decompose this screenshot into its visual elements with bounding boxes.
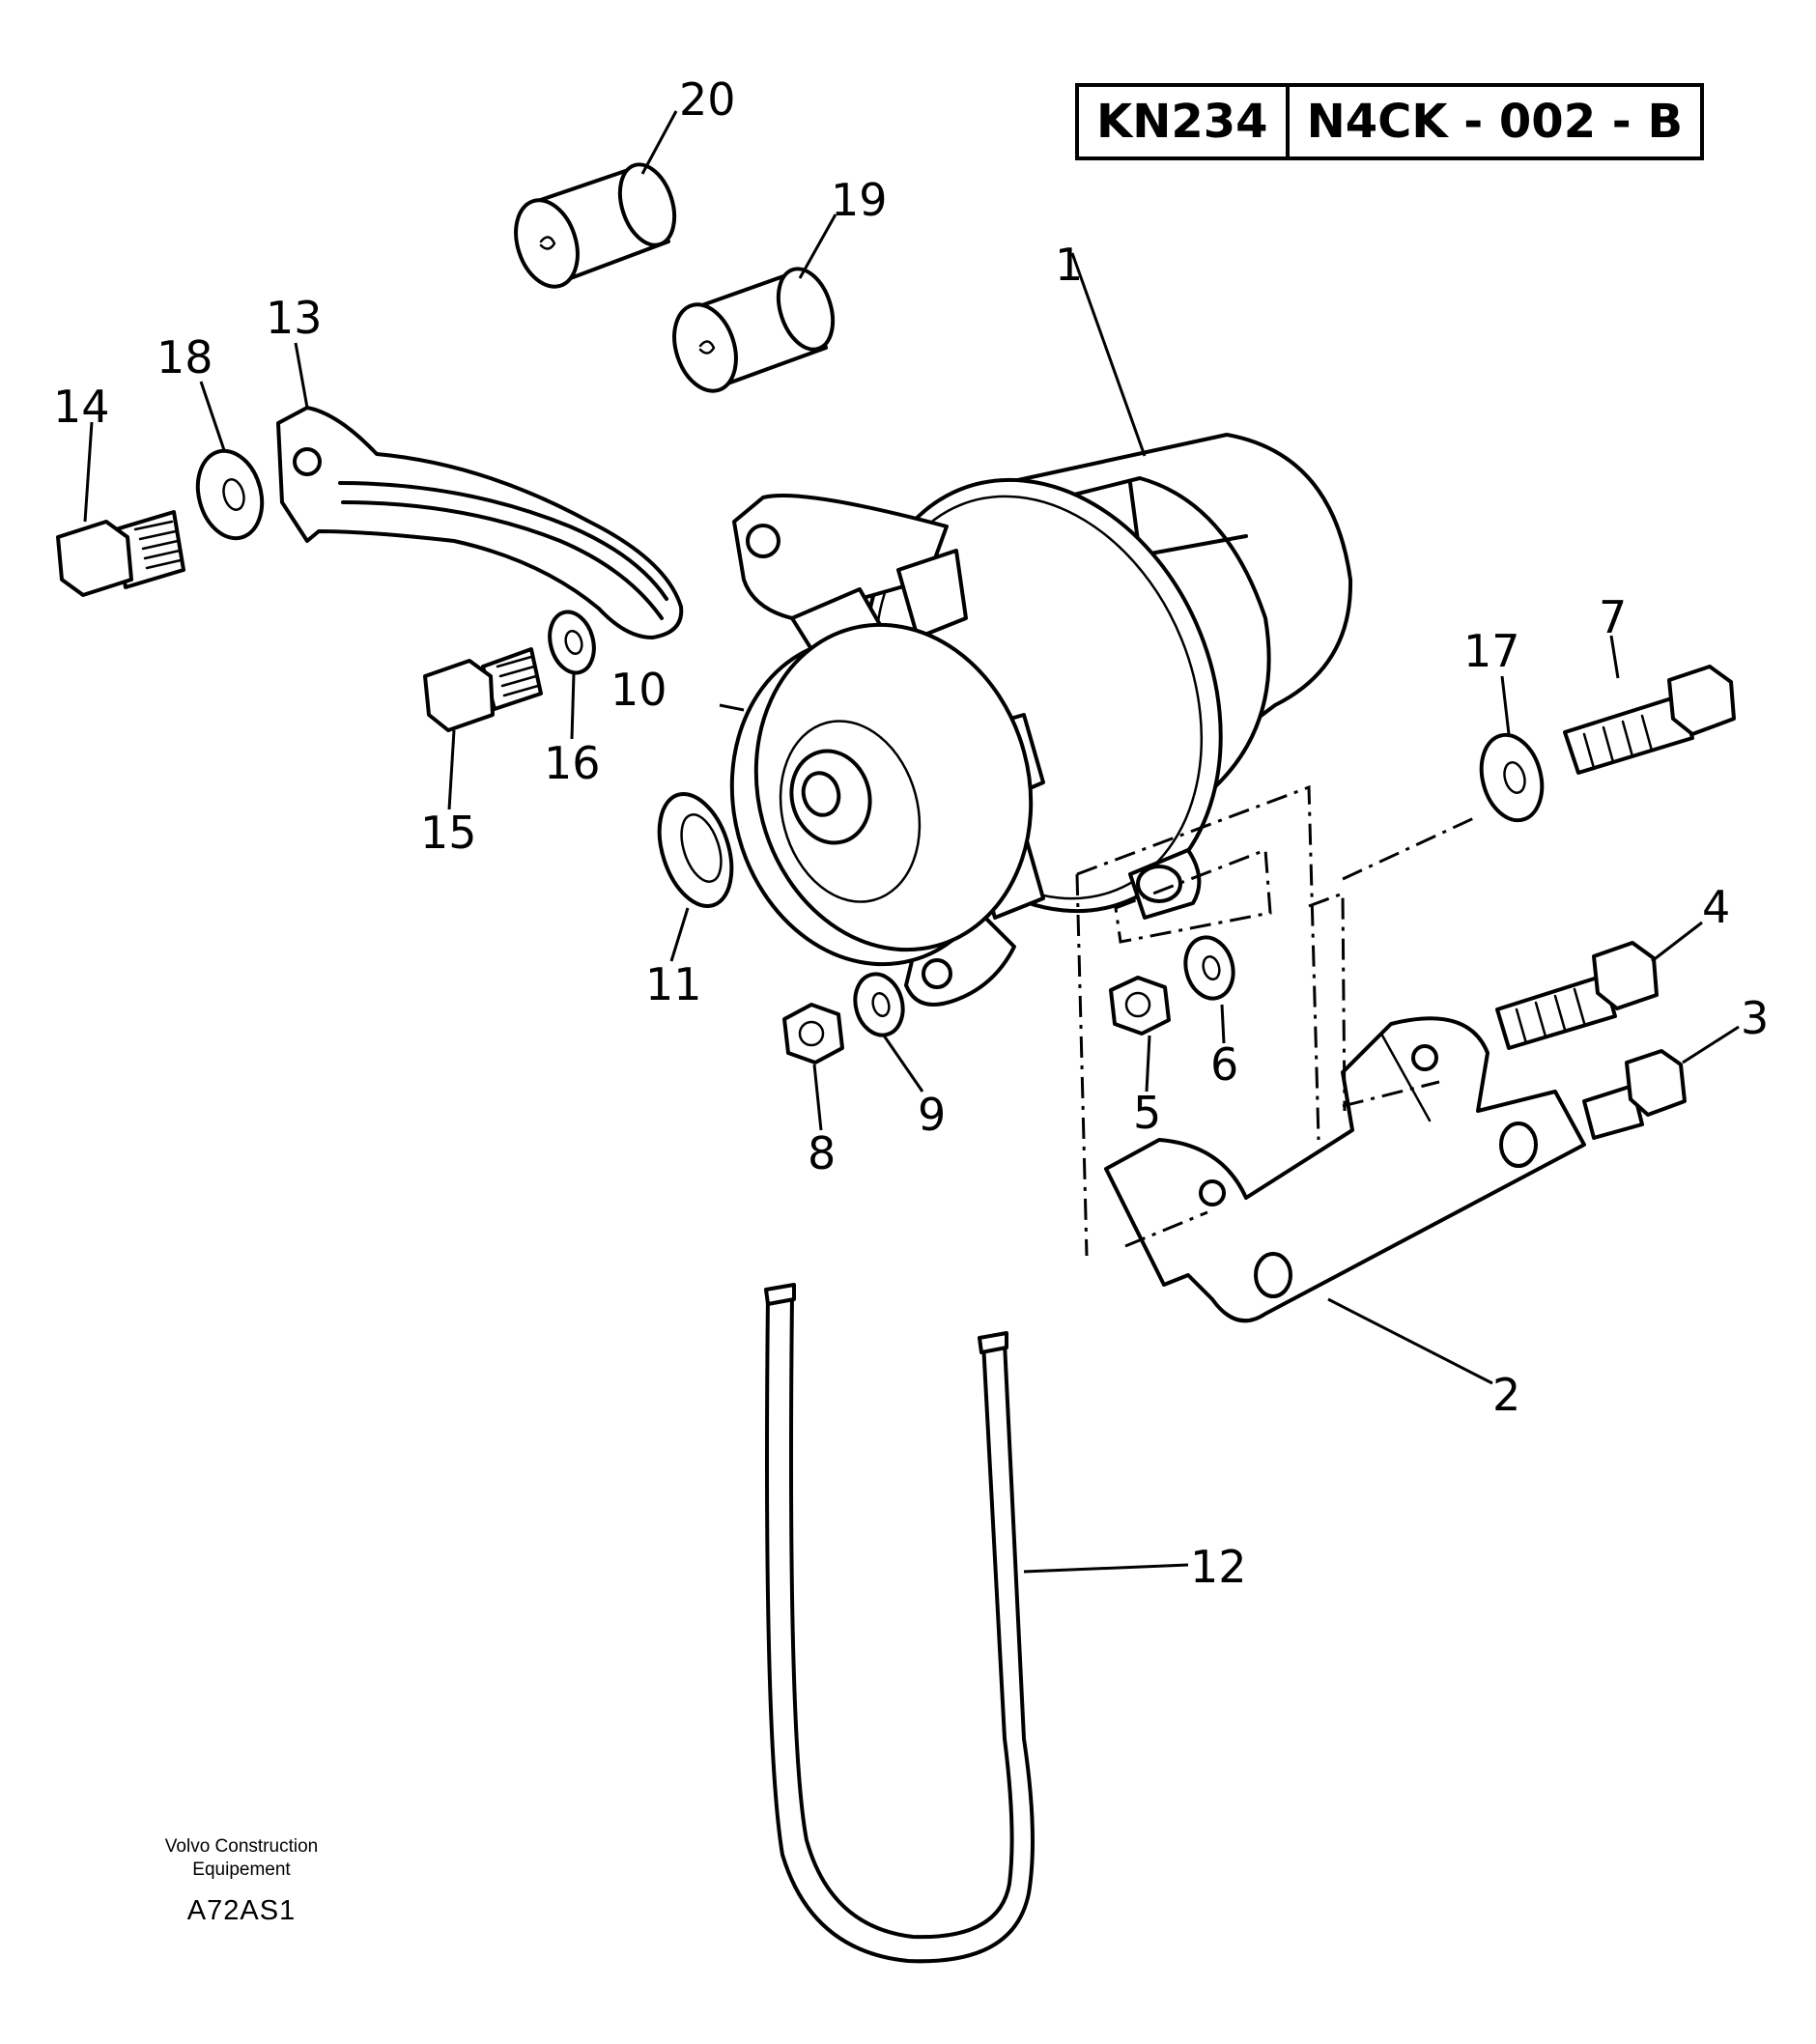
callout-4: 4 xyxy=(1702,881,1730,933)
part-20-bushing xyxy=(514,162,677,289)
part-19-bushing xyxy=(672,267,836,393)
callout-2: 2 xyxy=(1492,1369,1520,1421)
callout-7: 7 xyxy=(1599,591,1627,643)
ref-code-a: KN234 xyxy=(1096,95,1268,149)
callout-16: 16 xyxy=(544,737,601,789)
part-4-bolt xyxy=(1495,941,1659,1050)
part-15-bolt xyxy=(423,647,543,732)
reference-box: KN234 N4CK - 002 - B xyxy=(1075,83,1705,160)
callout-12: 12 xyxy=(1190,1541,1247,1593)
callout-1: 1 xyxy=(1055,239,1083,291)
callout-11: 11 xyxy=(645,958,702,1010)
part-7-bolt xyxy=(1563,665,1736,775)
mounting-phantom-lines xyxy=(1075,784,1479,1257)
part-3-bolt xyxy=(1582,1049,1687,1140)
callout-15: 15 xyxy=(420,807,477,859)
part-17-washer xyxy=(1479,732,1545,823)
callout-numbers: 20 19 1 2 3 4 5 6 7 8 9 10 11 12 13 18 1… xyxy=(53,73,1769,1593)
callout-6: 6 xyxy=(1210,1038,1238,1091)
callout-17: 17 xyxy=(1463,625,1520,677)
part-2-mounting-bracket xyxy=(1104,1016,1586,1323)
part-5-nut xyxy=(1109,976,1171,1036)
part-9-lock-washer xyxy=(853,972,905,1037)
part-12-v-belt xyxy=(764,1283,1035,1964)
part-8-nut xyxy=(782,1003,844,1065)
part-11-spacer xyxy=(657,791,734,909)
callout-10: 10 xyxy=(610,664,667,716)
part-1-alternator xyxy=(729,433,1353,1007)
maker-line-1: Volvo Construction xyxy=(164,1836,319,1857)
maker-line-2: Equipement xyxy=(192,1859,291,1880)
part-18-washer xyxy=(195,448,265,541)
leader-lines xyxy=(83,110,1740,1574)
callout-19: 19 xyxy=(831,174,888,226)
callout-20: 20 xyxy=(679,73,736,126)
callout-14: 14 xyxy=(53,381,110,433)
callout-13: 13 xyxy=(266,292,323,344)
part-13-adjusting-strap xyxy=(276,406,684,639)
ref-code-b: N4CK - 002 - B xyxy=(1285,87,1700,156)
part-16-lock-washer xyxy=(548,610,596,675)
footer-block: Volvo Construction Equipement A72AS1 xyxy=(135,1835,348,1927)
callout-9: 9 xyxy=(918,1089,946,1141)
callout-5: 5 xyxy=(1133,1087,1161,1139)
callout-18: 18 xyxy=(156,331,213,383)
drawing-code: A72AS1 xyxy=(186,1895,297,1926)
part-6-lock-washer xyxy=(1183,935,1235,1001)
callout-3: 3 xyxy=(1741,992,1769,1044)
callout-8: 8 xyxy=(808,1127,836,1179)
part-14-bolt xyxy=(56,510,185,597)
